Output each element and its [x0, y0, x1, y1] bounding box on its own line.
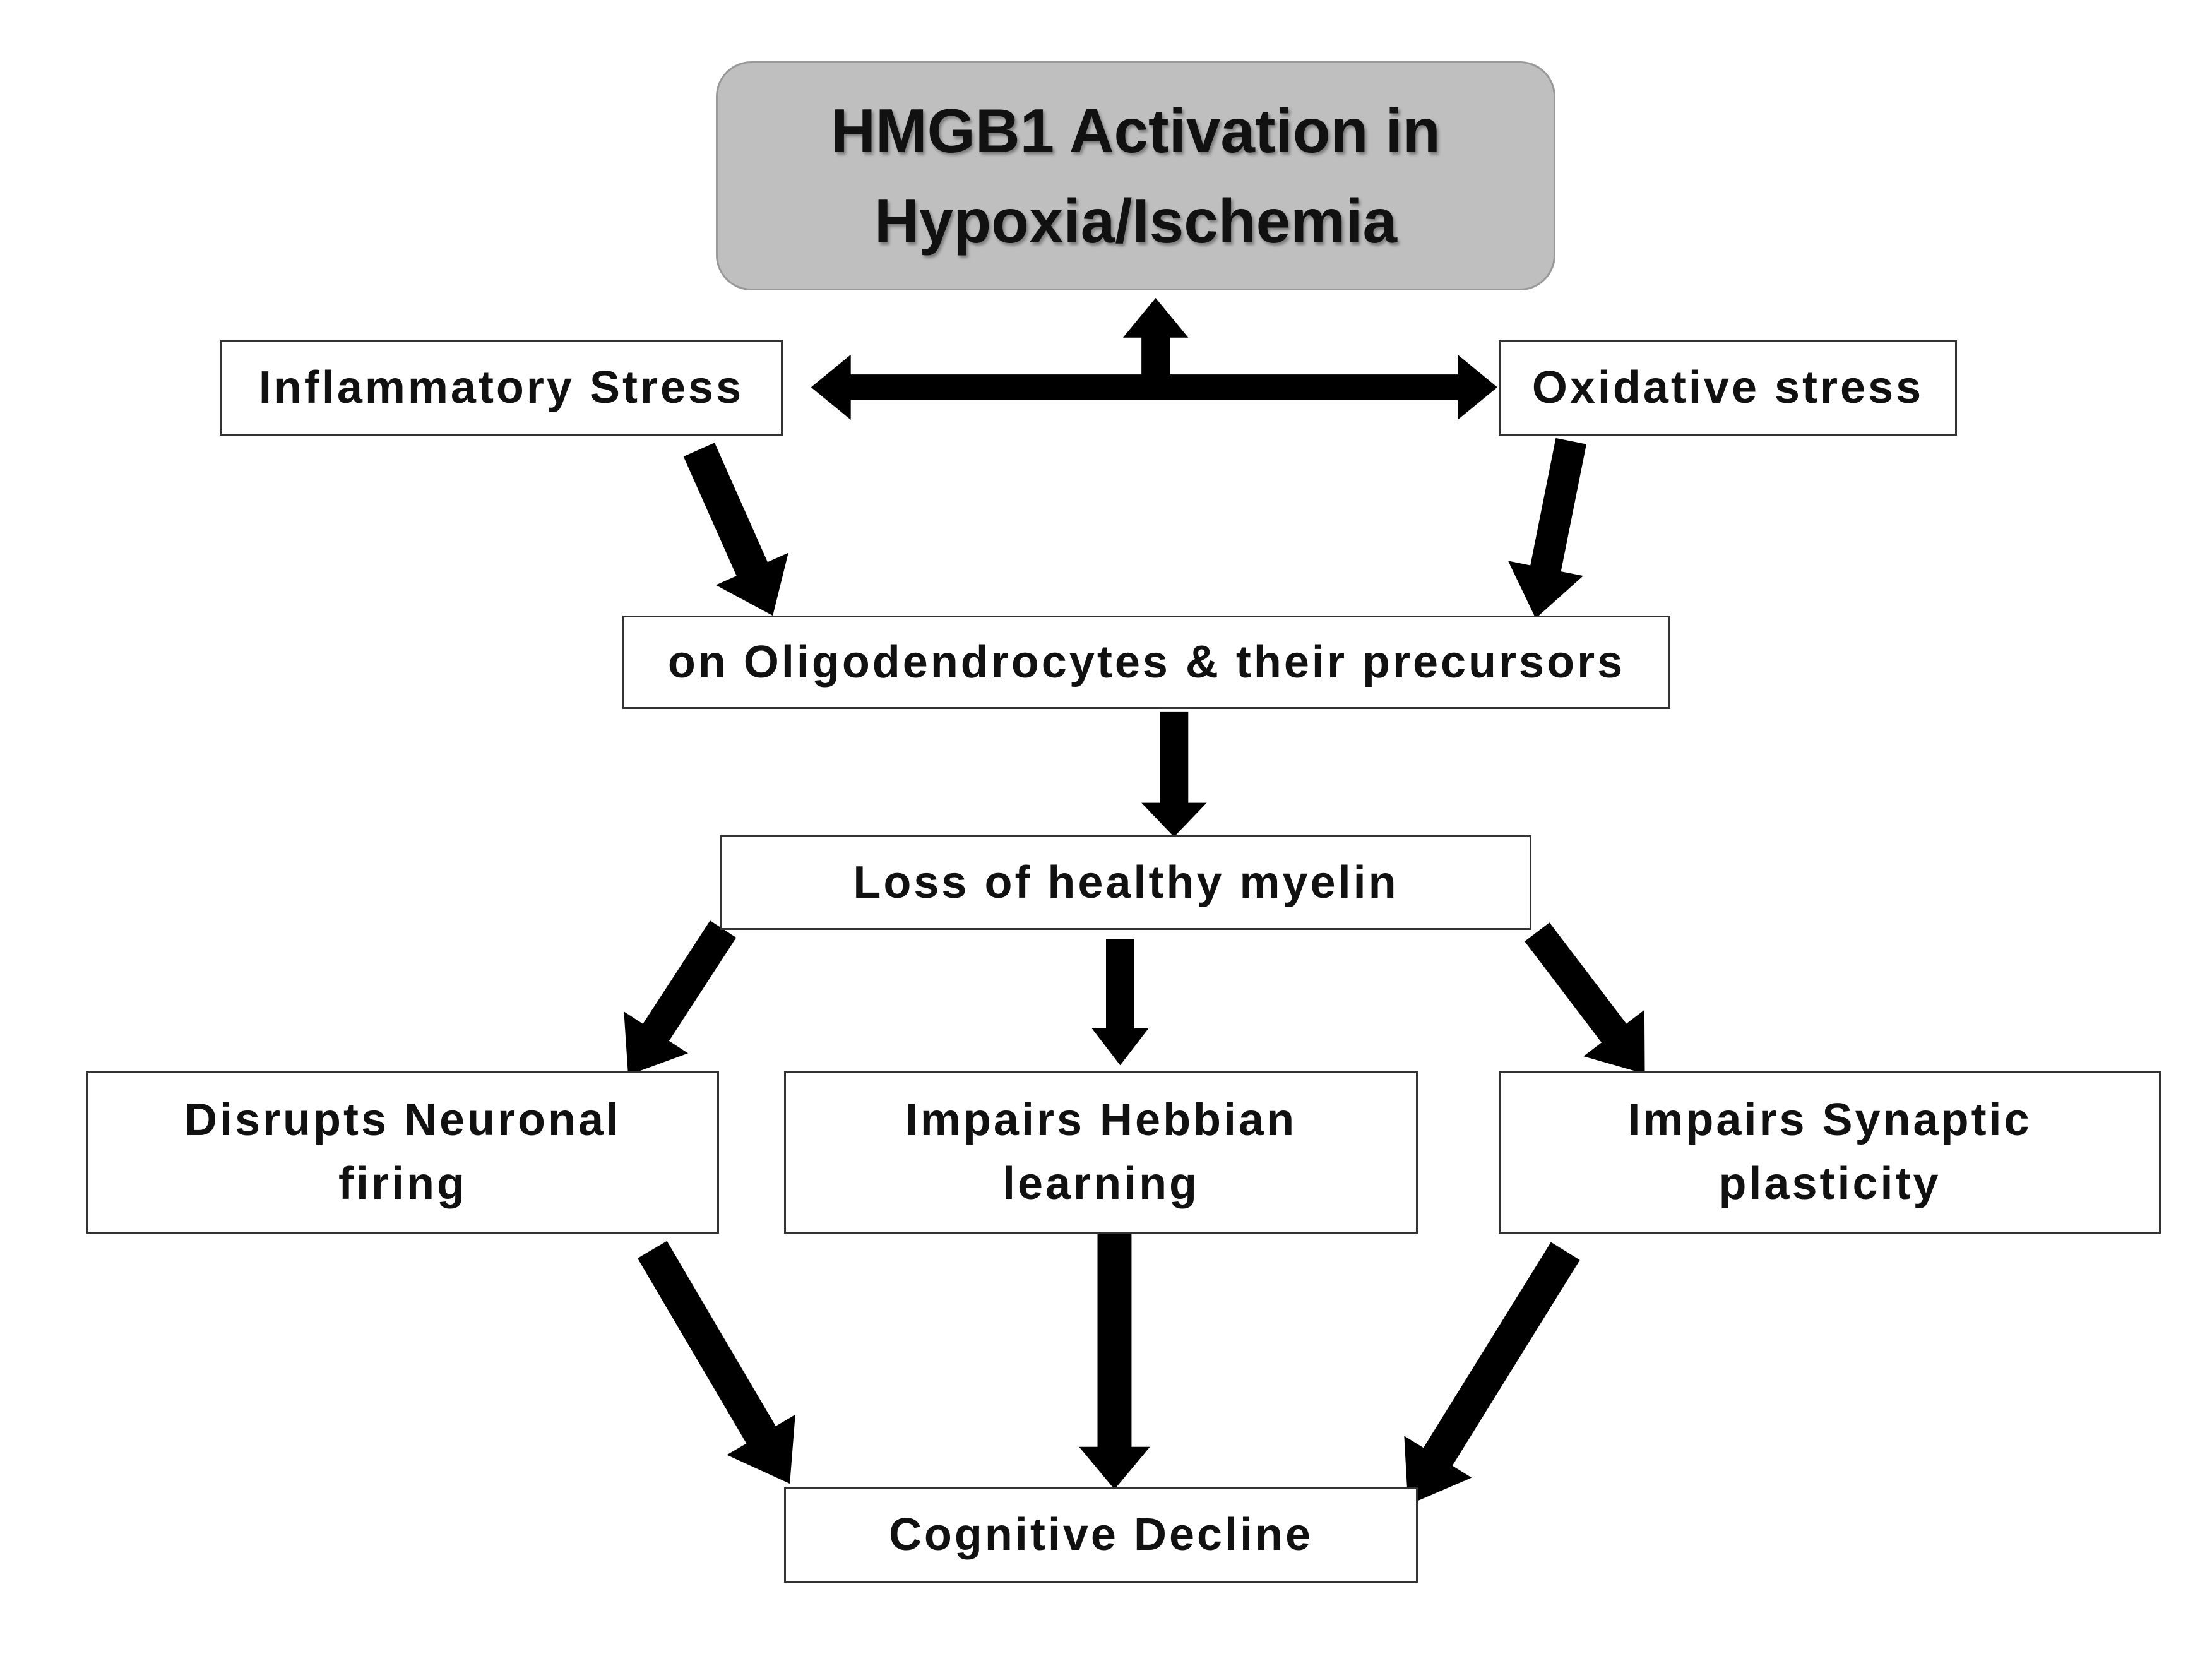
node-label-line-1: Disrupts Neuronal: [184, 1095, 622, 1146]
node-label-line-1: Impairs Hebbian: [905, 1095, 1297, 1146]
node-label-line-2: firing: [338, 1158, 467, 1209]
arrow-synaptic-to-cognitive: [1404, 1242, 1580, 1505]
node-label-line-1: Impairs Synaptic: [1627, 1095, 2032, 1146]
node-oligodendrocytes: on Oligodendrocytes & their precursors: [622, 616, 1670, 709]
arrow-myelin-to-hebbian: [1091, 939, 1149, 1066]
arrow-oligodendrocytes-to-myelin: [1141, 711, 1207, 837]
title-line-2: Hypoxia/Ischemia: [874, 186, 1397, 256]
title-box: HMGB1 Activation in Hypoxia/Ischemia: [716, 61, 1555, 290]
node-myelin-loss: Loss of healthy myelin: [720, 835, 1531, 930]
node-label: Oxidative stress: [1531, 362, 1924, 414]
arrow-oxidative-to-oligodendrocytes: [1507, 438, 1586, 619]
node-oxidative-stress: Oxidative stress: [1499, 340, 1957, 436]
arrow-neuronal-to-cognitive: [637, 1241, 795, 1484]
arrow-double-inflammatory-oxidative: [811, 354, 1497, 420]
node-hebbian-learning: Impairs Hebbian learning: [784, 1071, 1418, 1234]
title-line-1: HMGB1 Activation in: [831, 96, 1441, 166]
node-cognitive-decline: Cognitive Decline: [784, 1487, 1418, 1583]
node-label: Loss of healthy myelin: [853, 857, 1399, 908]
node-synaptic-plasticity: Impairs Synaptic plasticity: [1499, 1071, 2161, 1234]
node-label-line-2: learning: [1002, 1158, 1200, 1209]
arrow-hebbian-to-cognitive: [1079, 1234, 1150, 1490]
node-neuronal-firing: Disrupts Neuronal firing: [86, 1071, 719, 1234]
arrow-myelin-to-neuronal: [624, 920, 737, 1076]
arrow-myelin-to-synaptic: [1525, 922, 1645, 1074]
node-label: on Oligodendrocytes & their precursors: [667, 636, 1626, 688]
arrow-inflammatory-to-oligodendrocytes: [683, 443, 788, 616]
node-label-line-2: plasticity: [1718, 1158, 1941, 1209]
node-label: Cognitive Decline: [888, 1509, 1314, 1561]
node-label: Inflammatory Stress: [258, 362, 744, 414]
arrow-up-to-title: [1122, 297, 1189, 378]
node-inflammatory-stress: Inflammatory Stress: [220, 340, 783, 436]
